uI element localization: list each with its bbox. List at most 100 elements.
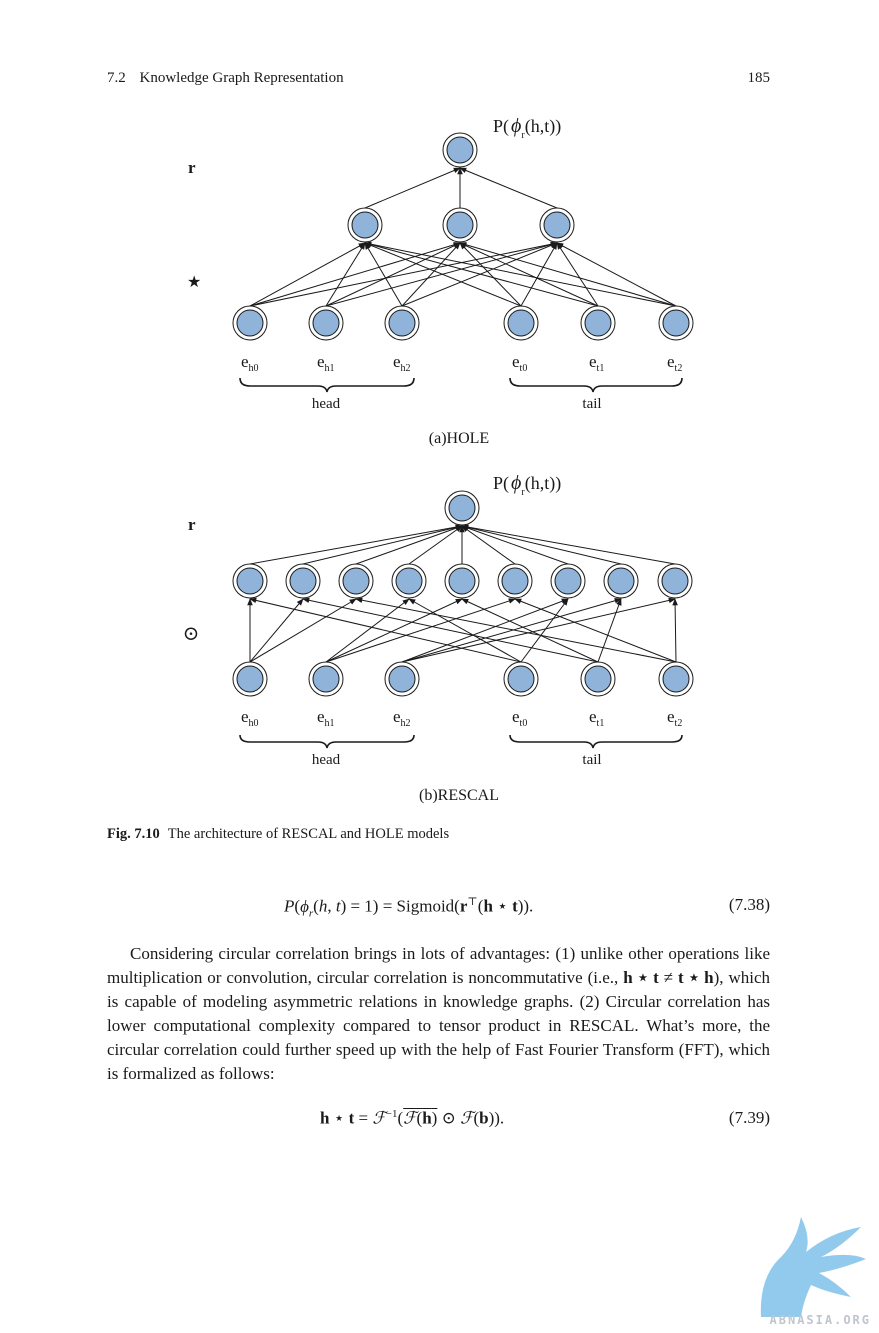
rescal-edge xyxy=(302,597,599,663)
watermark-logo xyxy=(760,1217,866,1317)
hole-edge xyxy=(556,242,677,307)
rescal-edge xyxy=(672,598,678,663)
rescal-edge xyxy=(401,598,622,663)
hole-edge xyxy=(364,242,403,307)
hole-edge xyxy=(364,241,599,307)
section-title: Knowledge Graph Representation xyxy=(139,70,344,86)
equation-7-39: h ⋆ t = ℱ−1(ℱ(h) ⊙ ℱ(b)). xyxy=(320,1108,505,1128)
equation-number-7-39: (7.39) xyxy=(728,1108,770,1127)
hole-edge xyxy=(364,241,677,307)
section-number: 7.2 xyxy=(107,70,126,86)
rescal-tail-label: tail xyxy=(582,752,601,768)
equation-7-38: P(ϕr(h, t) = 1) = Sigmoid(r⊤(h ⋆ t)). xyxy=(284,896,534,920)
rescal-edge xyxy=(249,524,463,565)
hole-edge xyxy=(325,241,558,307)
rescal-output-label: P(ϕr(h,t)) xyxy=(493,472,561,498)
network-nodes xyxy=(232,132,694,697)
rescal-edge xyxy=(302,524,463,565)
rescal-output-node xyxy=(444,490,480,526)
rescal-edge xyxy=(401,598,569,663)
rescal-hidden-node-7 xyxy=(603,563,639,599)
hole-entity-node-1 xyxy=(308,305,344,341)
hole-edge xyxy=(459,242,677,307)
page-number: 185 xyxy=(747,70,771,86)
hole-hidden-node-0 xyxy=(347,207,383,243)
hole-head-label: head xyxy=(312,396,341,412)
rescal-entity-label-h0: eh0 xyxy=(241,707,259,729)
rescal-edge xyxy=(325,598,516,663)
rescal-entity-node-0 xyxy=(232,661,268,697)
hole-entity-node-5 xyxy=(658,305,694,341)
hole-edge xyxy=(556,242,599,307)
hole-edge xyxy=(459,242,522,307)
hole-entity-node-3 xyxy=(503,305,539,341)
hole-output-label: P(ϕr(h,t)) xyxy=(493,115,561,141)
rescal-head-label: head xyxy=(312,752,341,768)
hole-edge xyxy=(325,242,461,307)
rescal-edge xyxy=(401,597,676,663)
hole-edges xyxy=(249,167,677,307)
rescal-operator-symbol: ⊙ xyxy=(183,623,200,645)
rescal-hidden-node-5 xyxy=(497,563,533,599)
hole-operator-symbol: ★ xyxy=(187,274,201,291)
hole-entity-label-h2: eh2 xyxy=(393,352,411,374)
rescal-head-brace xyxy=(239,734,415,749)
rescal-entity-node-2 xyxy=(384,661,420,697)
hole-edge xyxy=(459,242,599,307)
rescal-edge xyxy=(325,598,410,663)
hole-edge xyxy=(364,242,522,307)
hole-entity-node-0 xyxy=(232,305,268,341)
rescal-edge xyxy=(514,598,677,663)
hole-entity-label-t0: et0 xyxy=(512,352,527,374)
rescal-entity-label-h1: eh1 xyxy=(317,707,335,729)
hole-edge xyxy=(401,242,461,307)
hole-relation-label: r xyxy=(188,158,196,177)
hole-edge xyxy=(249,241,558,307)
hole-head-brace xyxy=(239,377,415,393)
hole-entity-node-2 xyxy=(384,305,420,341)
rescal-relation-label: r xyxy=(188,515,196,534)
hole-entity-label-t1: et1 xyxy=(589,352,604,374)
rescal-entity-label-t1: et1 xyxy=(589,707,604,729)
rescal-edge xyxy=(249,598,304,663)
figure-caption-text: The architecture of RESCAL and HOLE mode… xyxy=(167,826,450,842)
rescal-entity-node-1 xyxy=(308,661,344,697)
rescal-caption: (b)RESCAL xyxy=(419,787,499,804)
architecture-figure: P(ϕr(h,t)) r ★ eh0 eh1 eh2 et0 et1 et2 head t… xyxy=(183,115,694,804)
hole-entity-node-4 xyxy=(580,305,616,341)
hole-entity-label-h1: eh1 xyxy=(317,352,335,374)
hole-edge xyxy=(249,242,366,307)
rescal-edge xyxy=(461,525,569,565)
rescal-edge xyxy=(597,598,622,663)
rescal-hidden-node-0 xyxy=(232,563,268,599)
rescal-hidden-node-2 xyxy=(338,563,374,599)
rescal-edge xyxy=(408,525,463,565)
hole-tail-label: tail xyxy=(582,396,601,412)
hole-edge xyxy=(401,242,558,307)
body-paragraph: Considering circular correlation brings … xyxy=(107,944,770,1083)
rescal-edges xyxy=(247,524,678,663)
rescal-hidden-node-6 xyxy=(550,563,586,599)
hole-edge xyxy=(325,242,366,307)
rescal-tail-brace xyxy=(509,734,683,749)
hole-tail-brace xyxy=(509,377,683,393)
rescal-hidden-node-1 xyxy=(285,563,321,599)
equation-number-7-38: (7.38) xyxy=(728,895,770,914)
hole-output-node xyxy=(442,132,478,168)
rescal-entity-label-t0: et0 xyxy=(512,707,527,729)
rescal-hidden-node-4 xyxy=(444,563,480,599)
hole-hidden-node-2 xyxy=(539,207,575,243)
rescal-hidden-node-3 xyxy=(391,563,427,599)
hole-edge xyxy=(249,242,461,307)
hole-entity-label-t2: et2 xyxy=(667,352,682,374)
rescal-entity-node-5 xyxy=(658,661,694,697)
rescal-edge xyxy=(520,598,569,663)
figure-caption-label: Fig. 7.10 xyxy=(107,826,160,842)
rescal-edge xyxy=(355,597,677,663)
rescal-edge xyxy=(249,597,522,663)
figure-caption: Fig. 7.10 The architecture of RESCAL and … xyxy=(107,826,449,843)
hole-edge xyxy=(364,167,461,209)
rescal-edge xyxy=(461,524,622,565)
